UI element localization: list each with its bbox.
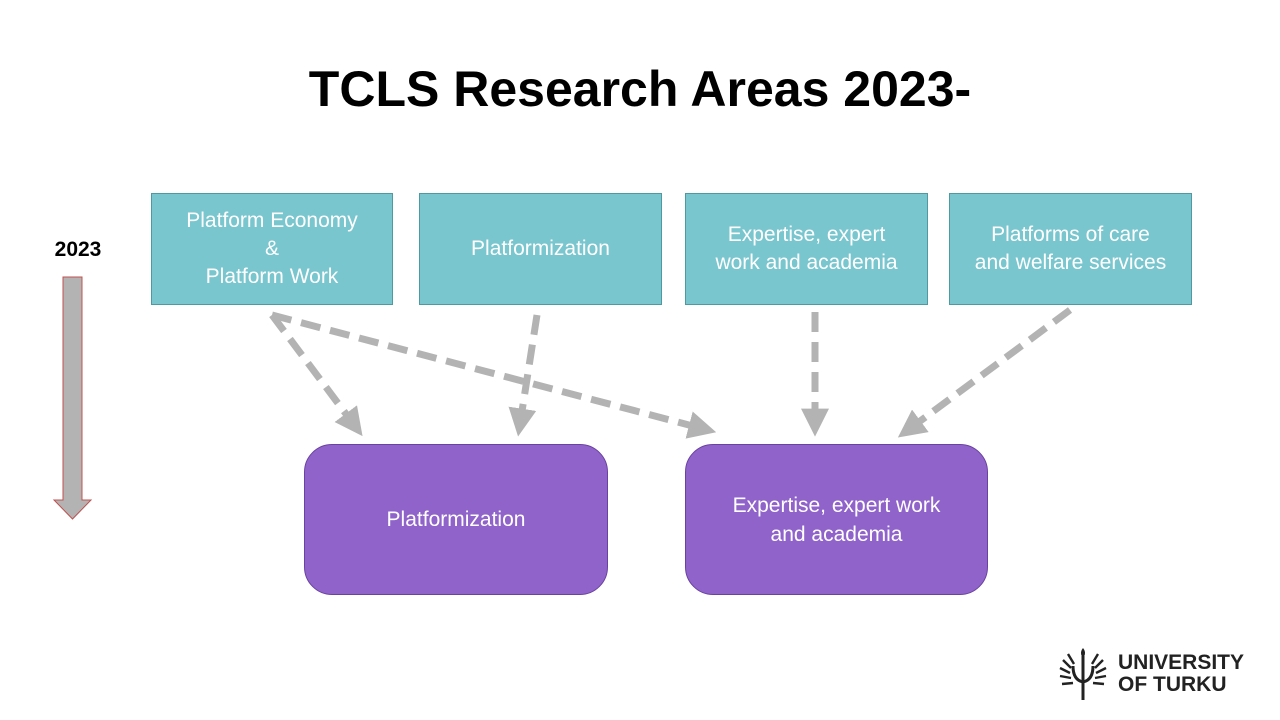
torch-emblem-icon bbox=[1059, 648, 1107, 700]
slide-title: TCLS Research Areas 2023- bbox=[308, 61, 972, 117]
timeline-arrow-icon bbox=[52, 276, 93, 520]
arrow-platform-economy-to-platformization bbox=[269, 312, 363, 437]
merged-box-expertise: Expertise, expert work and academia bbox=[685, 444, 988, 595]
arrow-care-to-expertise bbox=[897, 307, 1073, 438]
logo-text: UNIVERSITY OF TURKU bbox=[1118, 651, 1245, 696]
university-logo: UNIVERSITY OF TURKU bbox=[1058, 646, 1244, 702]
area-box-platform-economy: Platform Economy & Platform Work bbox=[151, 193, 393, 305]
area-box-expertise: Expertise, expert work and academia bbox=[685, 193, 928, 305]
merged-box-platformization: Platformization bbox=[304, 444, 608, 595]
timeline-year: 2023 bbox=[54, 238, 102, 261]
area-box-platformization: Platformization bbox=[419, 193, 662, 305]
arrow-platformization-to-platformization bbox=[508, 314, 541, 437]
arrow-platform-economy-to-expertise bbox=[271, 311, 717, 439]
area-box-care-welfare: Platforms of care and welfare services bbox=[949, 193, 1192, 305]
